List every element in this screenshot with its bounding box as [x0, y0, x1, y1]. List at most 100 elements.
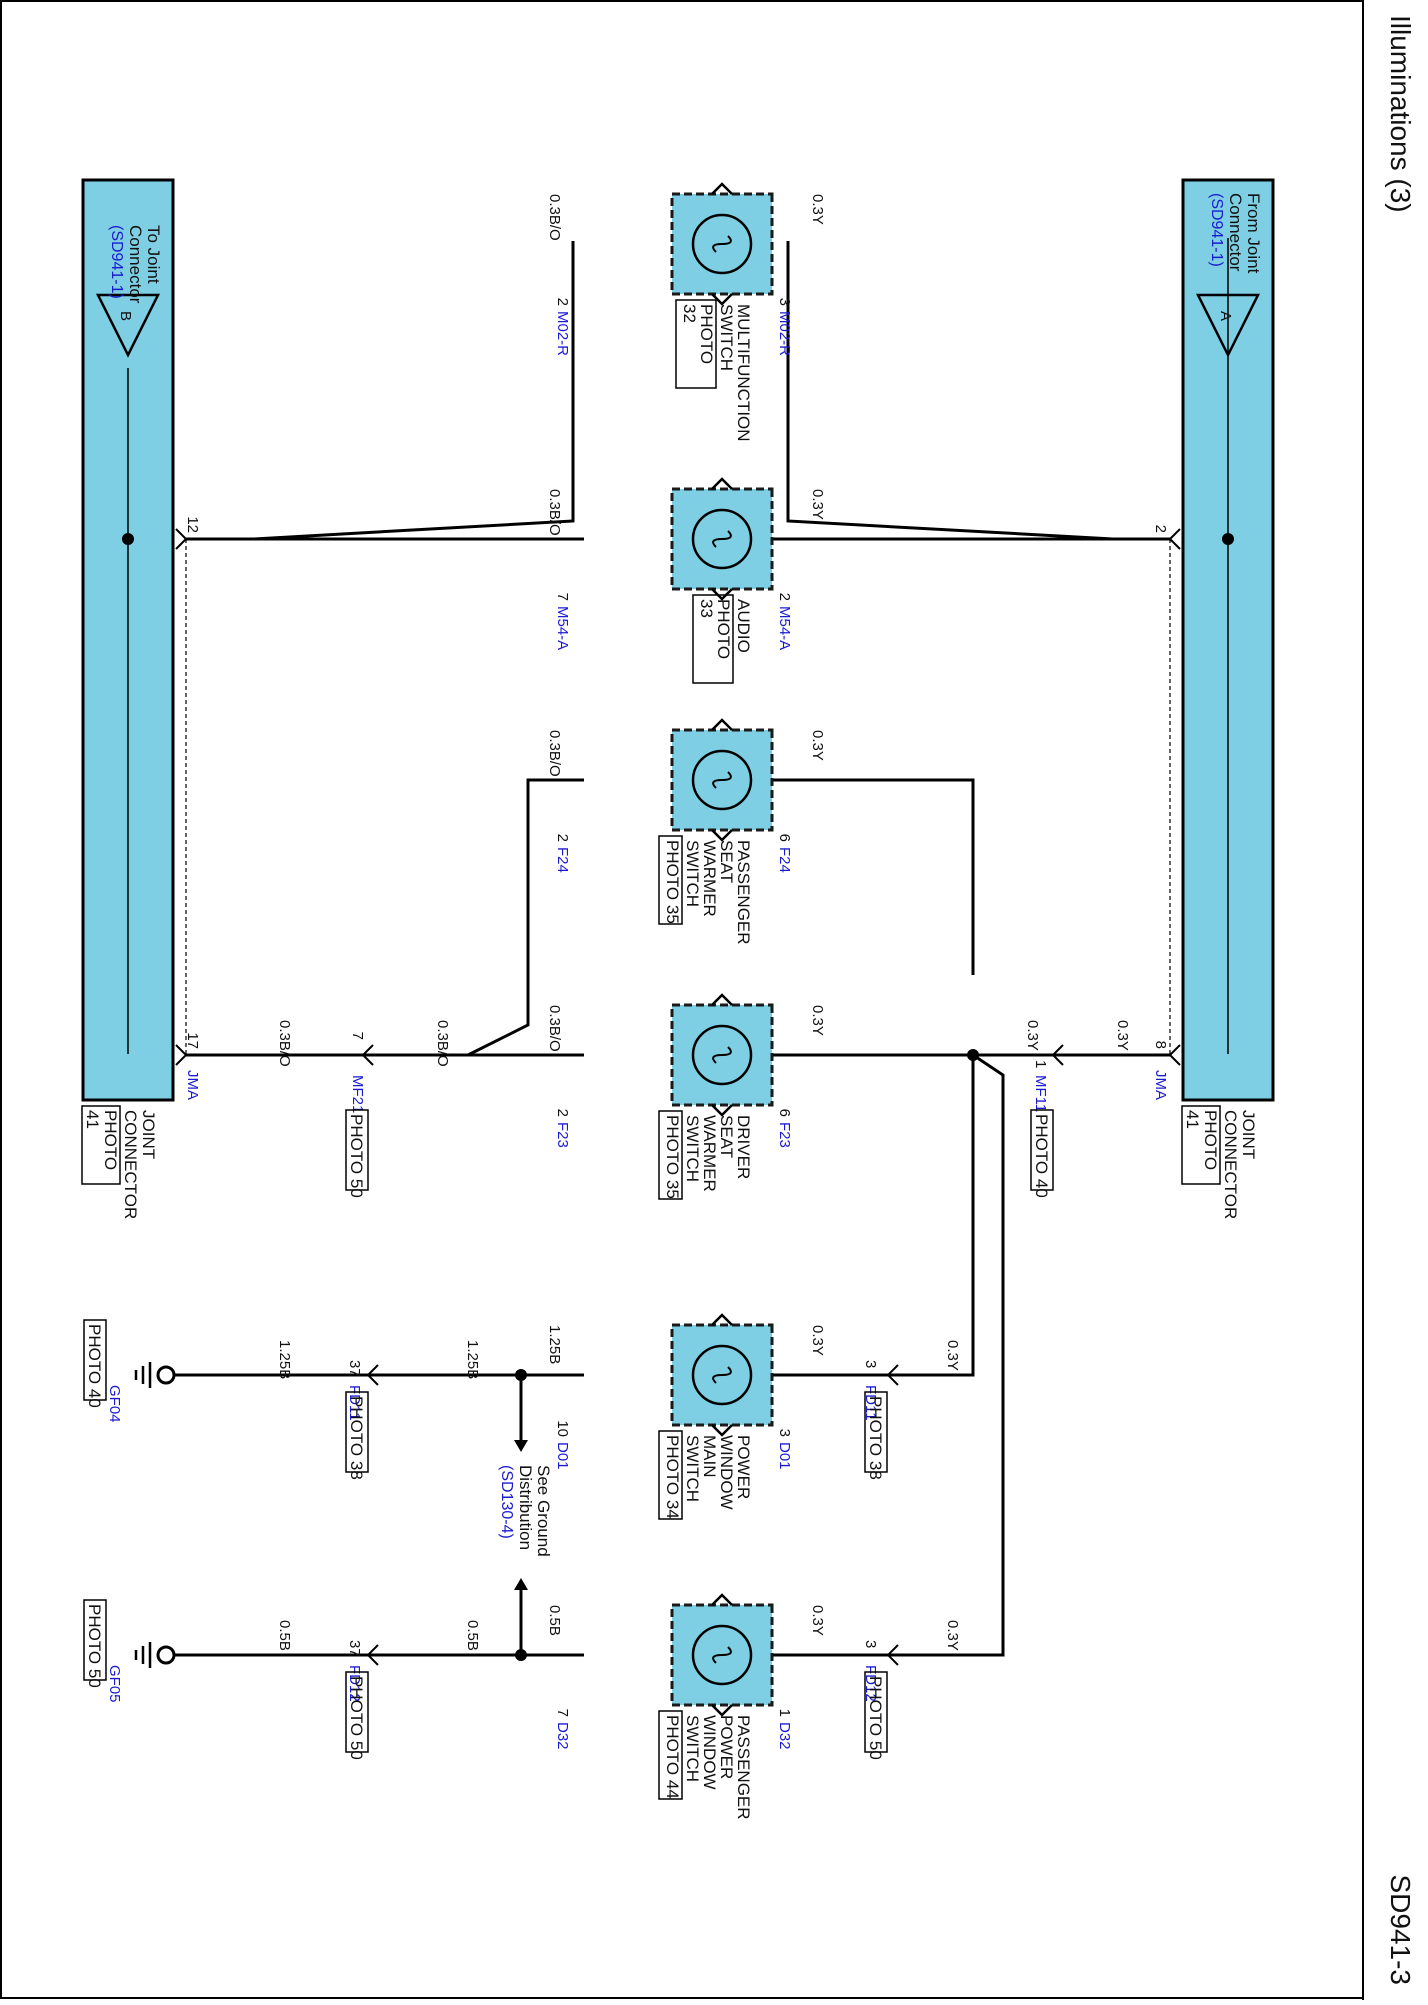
wire-label-in: 0.3Y [809, 730, 826, 761]
switch-name-line: WARMER [700, 840, 719, 917]
connector-out: M54-A [554, 606, 571, 650]
wire-label-out: 0.3B/O [546, 1005, 563, 1052]
connector-b-letter: B [117, 311, 134, 321]
wire-label-in: 0.3Y [809, 1605, 826, 1636]
pin-out: 10 [554, 1420, 571, 1437]
joint-connector-left-label: JOINT CONNECTOR PHOTO 41 [81, 1105, 158, 1219]
mf21-wire-b: 0.3B/O [276, 1020, 293, 1067]
pin-marks-from [1168, 528, 1181, 1066]
fd12-bot-photo: PHOTO 50 [345, 1671, 369, 1760]
wire-label-in: 0.3Y [809, 1005, 826, 1036]
connector-in: F24 [776, 847, 793, 873]
fd11-top-wire: 0.3Y [944, 1340, 961, 1371]
ground-gf05 [134, 1642, 176, 1668]
photo-ref: PHOTO 44 [663, 1715, 682, 1799]
fd11-top-chevron [886, 1364, 899, 1386]
svg-text:PHOTO: PHOTO [101, 1110, 120, 1170]
svg-text:JOINT: JOINT [139, 1110, 158, 1159]
connector-out: F24 [554, 847, 571, 873]
wire-y-to-d32 [772, 1053, 1005, 1657]
jma-left-code: JMA [184, 1070, 201, 1100]
joint-connector-right-label: JOINT CONNECTOR PHOTO 41 [1181, 1105, 1258, 1219]
pin-out: 2 [554, 834, 571, 842]
switch-name-line: POWER [717, 1715, 736, 1779]
connector-out: D32 [554, 1722, 571, 1750]
svg-text:PHOTO 50: PHOTO 50 [347, 1114, 366, 1198]
multifunction-switch-symbol [670, 182, 774, 306]
svg-text:41: 41 [1183, 1110, 1202, 1129]
passenger-seat-warmer-symbol [670, 718, 774, 842]
switch-name-line: WINDOW [700, 1715, 719, 1790]
photo-ref: PHOTO [697, 304, 716, 364]
mf11-wire-b: 0.3Y [1024, 1020, 1041, 1051]
ground-note-line1: See Ground [534, 1465, 553, 1557]
fd12-top-chevron [886, 1644, 899, 1666]
mf21-chevron [361, 1044, 374, 1066]
switch-name-line: SWITCH [717, 304, 736, 371]
fd11-bot-code: FD11 [346, 1385, 363, 1421]
ground-note-ref: (SD130-4) [498, 1465, 515, 1539]
switch-name-line: AUDIO [734, 599, 753, 653]
pin-12: 12 [184, 516, 201, 533]
wire-label-out: 0.5B [546, 1605, 563, 1636]
photo-ref: PHOTO [714, 599, 733, 659]
pin-out: 2 [554, 298, 571, 306]
gf04-photo: PHOTO 40 [83, 1319, 107, 1408]
photo-ref: 33 [697, 599, 716, 618]
ground-gf04 [134, 1362, 176, 1388]
fd11-bot-pin: 37 [346, 1360, 363, 1377]
wire-label-out: 0.3B/O [546, 730, 563, 777]
pin-in: 6 [776, 834, 793, 842]
connector-in: M02-R [776, 311, 793, 356]
connector-b-triangle [95, 293, 161, 358]
connector-in: M54-A [776, 606, 793, 650]
photo-box [692, 594, 734, 684]
connector-in: D32 [776, 1722, 793, 1750]
pin-out: 7 [554, 593, 571, 601]
ground-note-line2: Distribution [516, 1465, 535, 1550]
mf21-wire-a: 0.3B/O [434, 1020, 451, 1067]
svg-text:PHOTO: PHOTO [1201, 1110, 1220, 1170]
photo-ref: PHOTO 34 [663, 1435, 682, 1519]
connector-a-triangle [1195, 293, 1261, 358]
to-joint-line1: To Joint [144, 225, 163, 284]
pin-out: 7 [554, 1709, 571, 1717]
switch-name-line: WINDOW [717, 1435, 736, 1510]
mf21-pin: 7 [349, 1032, 366, 1040]
fd12-bot-wire-a: 0.5B [464, 1620, 481, 1651]
pin-in: 6 [776, 1109, 793, 1117]
connector-in: F23 [776, 1122, 793, 1148]
mf21-code: MF21 [349, 1075, 366, 1113]
switch-name-line: MULTIFUNCTION [734, 304, 753, 442]
wire-label-in: 0.3Y [809, 1325, 826, 1356]
page-title: Illuminations (3) [1385, 15, 1416, 213]
switch-name-line: SWITCH [683, 1715, 702, 1782]
switch-name-line: WARMER [700, 1115, 719, 1192]
connector-a-letter: A [1217, 311, 1234, 321]
connector-in: D01 [776, 1442, 793, 1470]
pin-out: 2 [554, 1109, 571, 1117]
switch-name-line: SWITCH [683, 1435, 702, 1502]
power-window-main-symbol [670, 1313, 774, 1437]
mf11-chevron [1051, 1044, 1064, 1066]
switch-name-line: PASSENGER [734, 1715, 753, 1820]
from-joint-ref: (SD941-1) [1208, 193, 1225, 267]
photo-box [658, 1110, 683, 1200]
mf11-wire-a: 0.3Y [1114, 1020, 1131, 1051]
fd12-top-wire: 0.3Y [944, 1620, 961, 1651]
ground-arrow-left [514, 1440, 528, 1452]
wire-label-out: 1.25B [546, 1325, 563, 1364]
wire-pass-seat-bo [467, 778, 584, 1057]
photo-ref: PHOTO 35 [663, 1115, 682, 1199]
fd12-bot-wire-b: 0.5B [276, 1620, 293, 1651]
page-code: SD941-3 [1385, 1874, 1416, 1985]
switch-name-line: POWER [734, 1435, 753, 1499]
switch-name-line: DRIVER [734, 1115, 753, 1179]
to-joint-ref: (SD941-1) [108, 225, 125, 299]
rotated-drawing: Illuminations (3) SD941-3 A From Joint C… [81, 15, 1416, 1985]
photo-box [658, 1710, 683, 1800]
driver-seat-warmer-symbol [670, 993, 774, 1117]
from-joint-line2: Connector [1226, 193, 1245, 272]
